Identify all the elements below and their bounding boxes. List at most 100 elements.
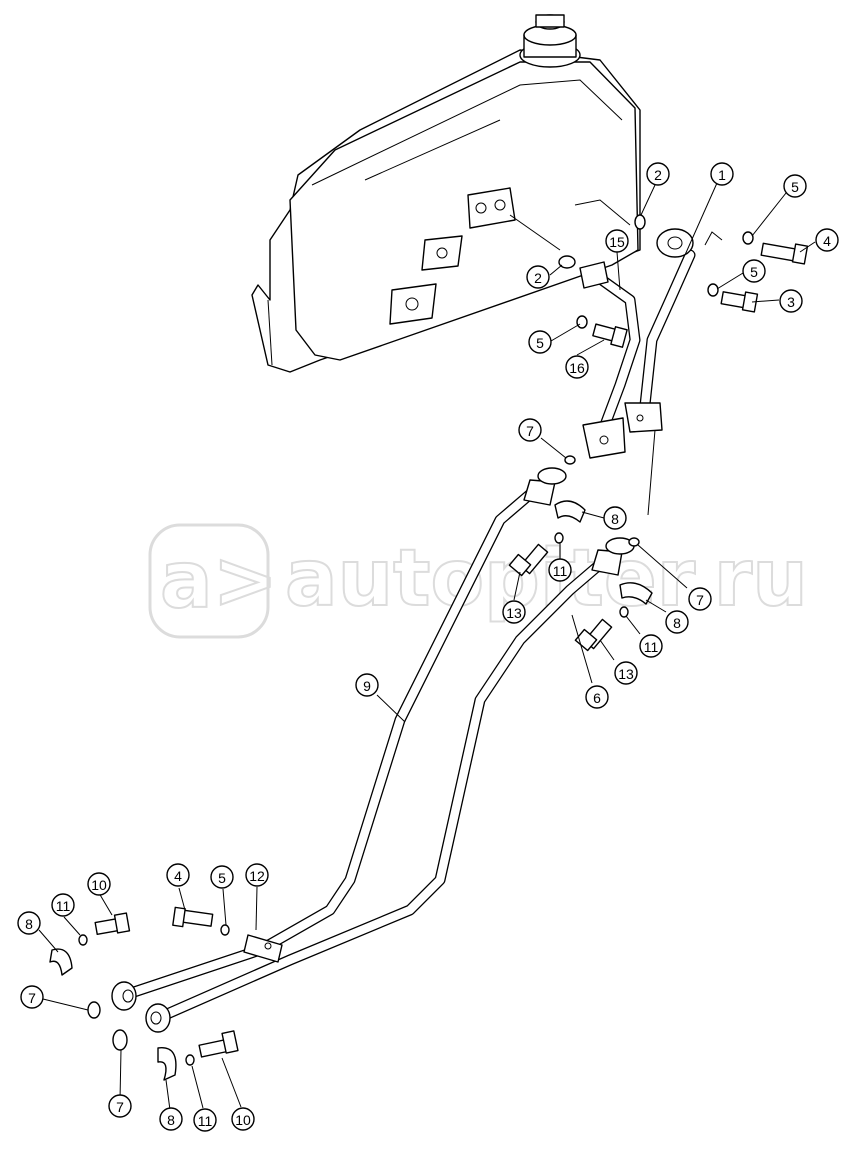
leader [799, 241, 816, 253]
plate-hole [405, 297, 419, 311]
callout-8a: 8 [603, 506, 627, 530]
callout-7a: 7 [518, 418, 542, 442]
callout-label: 12 [249, 868, 265, 884]
leader [625, 615, 641, 635]
washer-11 [619, 606, 629, 618]
main-fuel-pipes [111, 467, 635, 1033]
callout-label: 6 [593, 690, 601, 706]
callout-circle [646, 162, 670, 186]
leader [178, 887, 186, 911]
callout-circle [710, 162, 734, 186]
washer-5 [576, 315, 588, 329]
callout-10a: 10 [87, 872, 111, 896]
bolt-4-lower-head [172, 906, 186, 928]
callout-circle [779, 289, 803, 313]
bolt-16-head [610, 326, 628, 348]
callout-label: 15 [609, 234, 625, 250]
tank-top-edge [311, 79, 623, 186]
callout-circle [502, 600, 526, 624]
callout-label: 4 [823, 233, 831, 249]
o-ring-7 [628, 537, 640, 547]
callout-7d: 7 [108, 1094, 132, 1118]
leader [221, 1057, 242, 1108]
callout-circle [87, 872, 111, 896]
tank-body-front [289, 61, 639, 361]
tank-outlet-flange [467, 187, 516, 229]
callout-circle [355, 673, 379, 697]
leader [165, 1079, 171, 1111]
washer-5 [707, 283, 719, 297]
tank-plate-lower [389, 283, 437, 325]
o-ring-7 [564, 455, 576, 465]
pipe-1-flange-hole [667, 236, 683, 250]
washer-5 [742, 231, 754, 245]
tank-centerline [574, 199, 631, 226]
callout-11c: 11 [51, 893, 75, 917]
leader [751, 192, 787, 237]
callout-circle [665, 610, 689, 634]
flange-centerline [509, 214, 561, 251]
callout-label: 4 [174, 868, 182, 884]
flange-port [494, 199, 506, 211]
leader [581, 511, 605, 519]
callout-15: 15 [605, 229, 629, 253]
callout-label: 16 [569, 360, 585, 376]
callout-label: 8 [611, 511, 619, 527]
washer-11 [78, 934, 88, 946]
callout-16: 16 [565, 355, 589, 379]
fuel-pipe-6-fill [153, 555, 610, 1023]
leader-lines [38, 182, 816, 1111]
callout-circle [614, 661, 638, 685]
callout-label: 5 [791, 179, 799, 195]
callout-11b: 11 [639, 634, 663, 658]
callout-circle [783, 174, 807, 198]
callout-6: 6 [585, 685, 609, 709]
callout-label: 2 [654, 167, 662, 183]
callout-circle [639, 634, 663, 658]
leader [98, 892, 113, 916]
callout-8d: 8 [159, 1107, 183, 1131]
callout-3: 3 [779, 289, 803, 313]
clip-8 [49, 948, 73, 976]
callout-label: 7 [696, 592, 704, 608]
callout-1: 1 [710, 162, 734, 186]
callout-circle [688, 587, 712, 611]
callout-8c: 8 [17, 911, 41, 935]
callout-label: 11 [553, 563, 568, 579]
callout-label: 5 [536, 335, 544, 351]
leader [38, 929, 59, 953]
callout-9: 9 [355, 673, 379, 697]
callouts: 1 2 2 3 4 4 5 5 5 5 6 7 7 7 7 8 8 8 8 9 … [17, 162, 839, 1132]
callout-5a: 5 [783, 174, 807, 198]
leader [63, 916, 81, 936]
o-ring-7 [112, 1029, 128, 1051]
leader [645, 599, 667, 613]
callout-circle [742, 259, 766, 283]
leader [599, 639, 615, 661]
callout-5d: 5 [210, 865, 234, 889]
leader [549, 264, 563, 276]
callout-label: 13 [506, 605, 522, 621]
pipe-block-15 [582, 417, 626, 459]
callout-circle [159, 1107, 183, 1131]
leader [751, 299, 780, 303]
callout-5b: 5 [742, 259, 766, 283]
callout-label: 7 [526, 423, 534, 439]
bolt-4-upper [760, 242, 798, 262]
leader [571, 614, 593, 684]
callout-circle [166, 863, 190, 887]
pipe-15-flange [579, 261, 609, 289]
callout-2b: 2 [526, 265, 550, 289]
callout-circle [108, 1094, 132, 1118]
callout-4a: 4 [815, 228, 839, 252]
callout-label: 7 [116, 1099, 124, 1115]
filler-cap-body [535, 14, 565, 28]
callout-5c: 5 [528, 330, 552, 354]
callout-label: 8 [167, 1112, 175, 1128]
callout-label: 1 [718, 167, 726, 183]
callout-circle [605, 229, 629, 253]
callout-circle [565, 355, 589, 379]
leader [42, 998, 89, 1011]
clip-8 [619, 582, 653, 605]
callout-8b: 8 [665, 610, 689, 634]
